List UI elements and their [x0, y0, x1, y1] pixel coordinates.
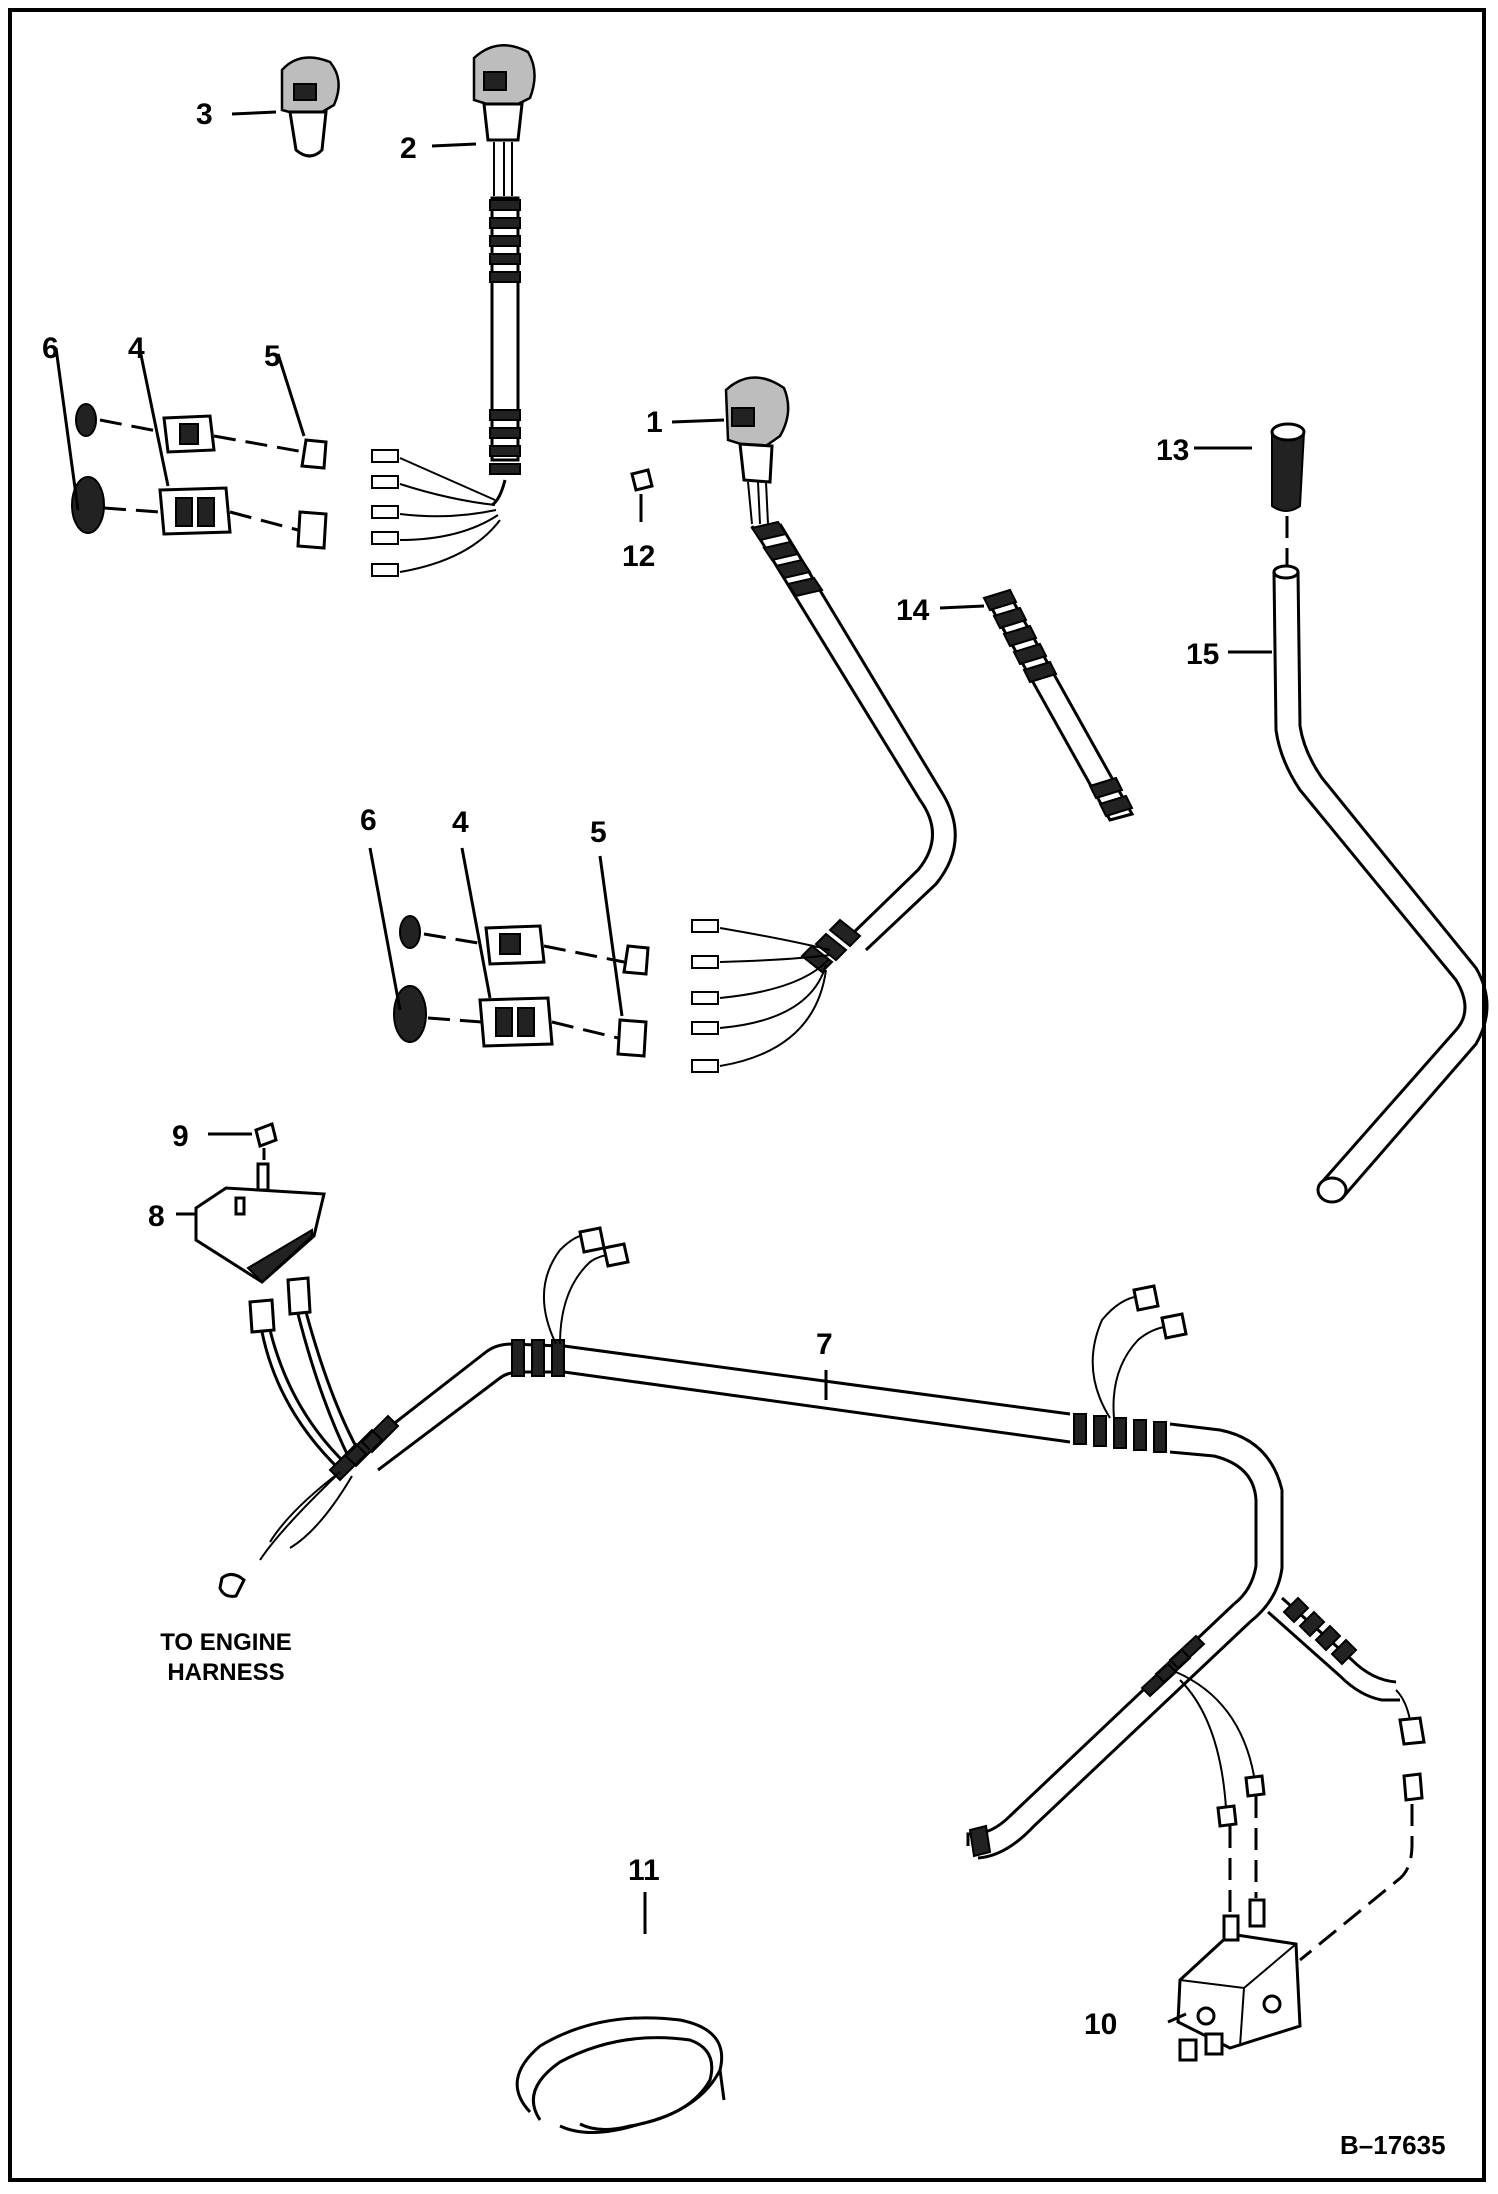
callout-9: 9	[172, 1120, 189, 1153]
note-engine-line-2: HARNESS	[167, 1659, 284, 1686]
note-engine-line-1: TO ENGINE	[160, 1629, 292, 1656]
part-2-handle-harness[interactable]	[371, 44, 536, 577]
part-7-main-harness[interactable]	[218, 1226, 1426, 1860]
callout-15: 15	[1186, 638, 1219, 671]
callout-4-lower: 4	[452, 806, 469, 839]
callout-3: 3	[196, 98, 213, 131]
callout-5-lower: 5	[590, 816, 607, 849]
valve-connector-dashes	[1228, 1796, 1414, 1962]
part-9-nut[interactable]	[254, 1122, 278, 1148]
callout-13: 13	[1156, 434, 1189, 467]
part-11-hose[interactable]	[515, 2016, 726, 2134]
callout-12: 12	[622, 540, 655, 573]
part-3-handle-knob[interactable]	[280, 56, 340, 158]
part-13-grip[interactable]	[1270, 422, 1306, 512]
part-14-sleeve[interactable]	[982, 588, 1135, 822]
lower-connector-group[interactable]	[393, 915, 650, 1058]
diagram-frame	[8, 8, 1486, 2182]
callout-5-upper: 5	[264, 340, 281, 373]
callout-1: 1	[646, 406, 663, 439]
callout-2: 2	[400, 132, 417, 165]
callout-14: 14	[896, 594, 930, 627]
callout-6-upper: 6	[42, 332, 59, 365]
part-1-handle-harness[interactable]	[691, 376, 957, 1073]
drawing-number: B–17635	[1340, 2130, 1446, 2160]
callout-7: 7	[816, 1328, 833, 1361]
callout-10: 10	[1084, 2008, 1117, 2041]
callout-6-lower: 6	[360, 804, 377, 837]
part-12-clip[interactable]	[630, 468, 654, 492]
callout-4-upper: 4	[128, 332, 145, 365]
part-10-valve[interactable]	[1176, 1898, 1302, 2062]
leader-lines	[54, 110, 1272, 2024]
callout-11: 11	[628, 1854, 660, 1887]
upper-connector-group[interactable]	[71, 403, 328, 550]
part-15-lever-tube[interactable]	[1272, 564, 1489, 1204]
part-8-switch-block[interactable]	[194, 1162, 326, 1334]
callout-8: 8	[148, 1200, 165, 1233]
